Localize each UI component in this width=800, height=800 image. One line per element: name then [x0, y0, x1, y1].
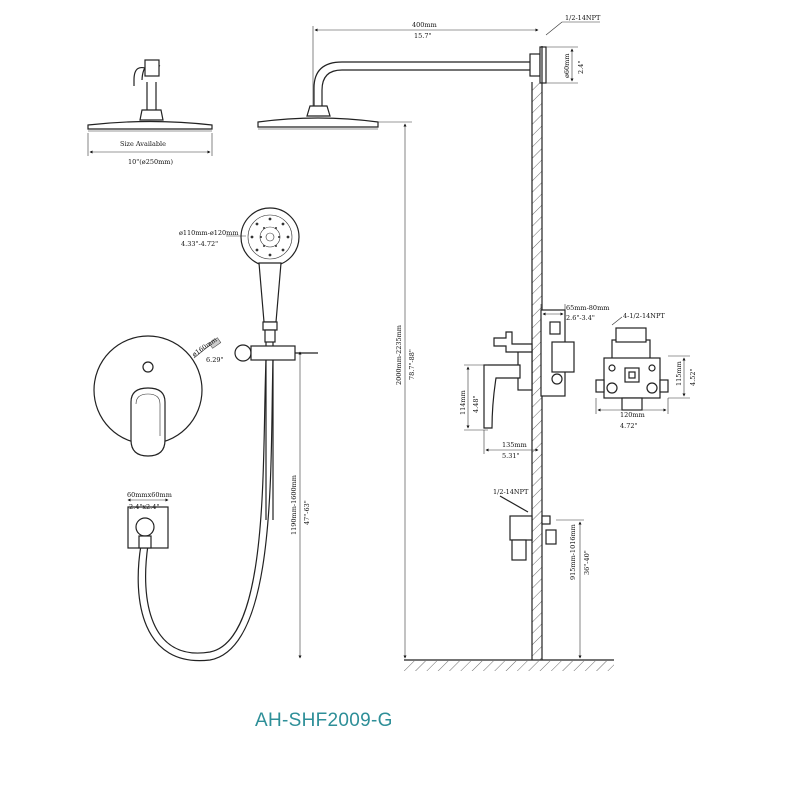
floor-section [404, 659, 614, 671]
lower-outlet-height-in: 36"-40" [583, 550, 591, 575]
hand-shower [240, 207, 300, 520]
handle-height-in: 4.48" [472, 396, 480, 413]
holder-height-in: 47"-63" [303, 500, 311, 525]
total-height-mm: 2000mm-2235mm [395, 325, 403, 385]
valve-depth-in: 2.6"-3.4" [566, 314, 595, 322]
lower-outlet-height-dimension [556, 519, 584, 659]
arm-length-in: 15.7" [414, 32, 431, 40]
outlet-elbow-size-mm: 60mmx60mm [127, 491, 172, 499]
valve-body-width-dimension [595, 398, 669, 414]
handle-projection-in: 5.31" [502, 452, 519, 460]
trim-plate-diameter-leader [193, 337, 222, 359]
handle-projection-mm: 135mm [502, 441, 527, 449]
wall-flange-size-in: 2.4" [577, 61, 585, 74]
hand-shower-holder [234, 344, 318, 362]
trim-plate-diameter-in: 6.29" [206, 356, 223, 364]
lower-outlet-side-view [499, 495, 557, 561]
handle-height-mm: 114mm [459, 390, 467, 415]
trim-plate [93, 335, 203, 457]
shower-hose [137, 359, 274, 662]
small-showerhead-view [87, 59, 213, 132]
valve-body-thread: 4-1/2-14NPT [623, 312, 665, 320]
valve-body-height-mm: 115mm [675, 361, 683, 386]
valve-body-front-view [595, 316, 669, 411]
valve-depth-dimension [540, 304, 566, 318]
wall-flange-thread: 1/2-14NPT [565, 14, 601, 22]
valve-body-width-mm: 120mm [620, 411, 645, 419]
lower-outlet-thread: 1/2-14NPT [493, 488, 529, 496]
showerhead-diameter-label: 10"(ø250mm) [128, 158, 173, 166]
holder-height-mm: 1190mm-1600mm [290, 475, 298, 535]
valve-body-width-in: 4.72" [620, 422, 637, 430]
arm-length-mm: 400mm [412, 21, 437, 29]
model-number: AH-SHF2009-G [255, 710, 393, 731]
valve-depth-mm: 65mm-80mm [566, 304, 609, 312]
valve-side-view [483, 309, 575, 429]
wall-flange-dimension [545, 21, 600, 84]
valve-body-height-dimension [668, 355, 690, 399]
showerhead-diameter-dimension [87, 133, 213, 156]
wall-flange-size-mm: ø60mm [563, 53, 571, 78]
outlet-elbow [127, 498, 169, 549]
hand-shower-diameter-in: 4.33"-4.72" [181, 240, 218, 248]
outlet-elbow-size-in: 2.4"x2.4" [129, 503, 159, 511]
hand-shower-diameter-mm: ø110mm-ø120mm [179, 229, 239, 237]
size-available-note: Size Available [120, 140, 166, 148]
handle-projection-dimension [483, 430, 539, 454]
total-height-in: 78.7"-88" [408, 349, 416, 380]
lower-outlet-height-mm: 915mm-1016mm [569, 524, 577, 580]
valve-body-height-in: 4.52" [689, 369, 697, 386]
shower-arm-assembly [257, 26, 547, 130]
